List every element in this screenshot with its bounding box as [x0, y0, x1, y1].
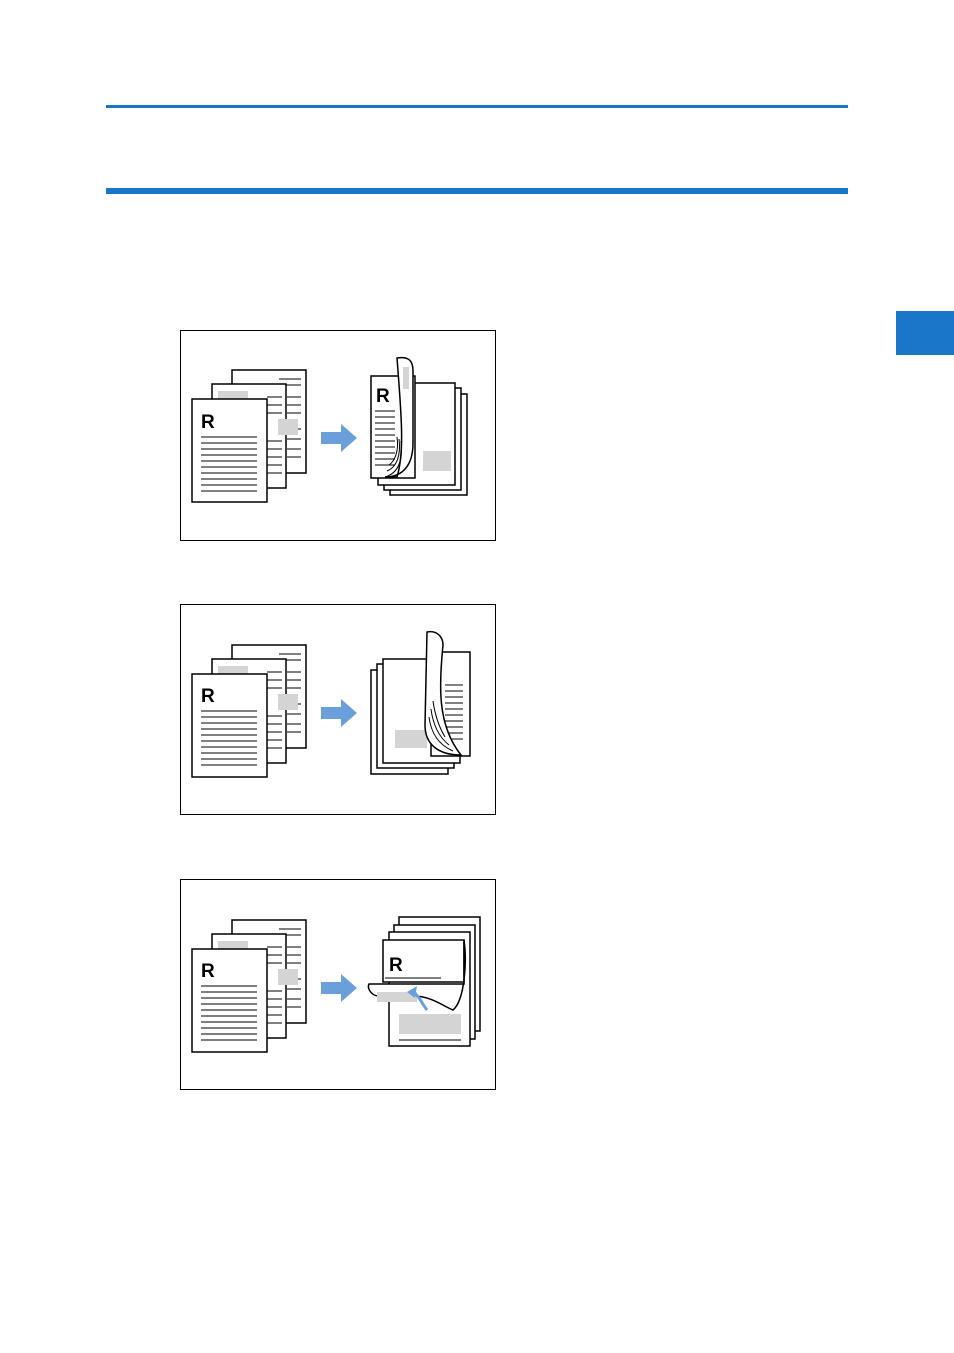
- result-booklet: R: [368, 917, 480, 1046]
- result-booklet: [371, 632, 470, 774]
- header-rule-thin: [106, 105, 848, 108]
- figure-right-binding: R: [180, 604, 496, 815]
- figure-right-binding-drawing: R: [181, 605, 497, 816]
- result-letter: R: [389, 955, 403, 976]
- source-stack: R: [192, 920, 306, 1052]
- arrow-icon: [321, 424, 357, 452]
- source-stack: R: [192, 370, 306, 502]
- chapter-tab[interactable]: [896, 311, 954, 355]
- figure-top-binding: R R: [180, 879, 496, 1090]
- header-rule-thick: [106, 188, 848, 194]
- result-booklet: R: [371, 358, 467, 495]
- result-letter: R: [376, 386, 390, 407]
- source-letter: R: [201, 686, 215, 707]
- source-letter: R: [201, 961, 215, 982]
- arrow-icon: [321, 974, 357, 1002]
- source-letter: R: [201, 412, 215, 433]
- figure-left-binding-drawing: R R: [181, 331, 497, 542]
- arrow-icon: [321, 699, 357, 727]
- figure-left-binding: R R: [180, 330, 496, 541]
- source-stack: R: [192, 645, 306, 777]
- figure-top-binding-drawing: R R: [181, 880, 497, 1091]
